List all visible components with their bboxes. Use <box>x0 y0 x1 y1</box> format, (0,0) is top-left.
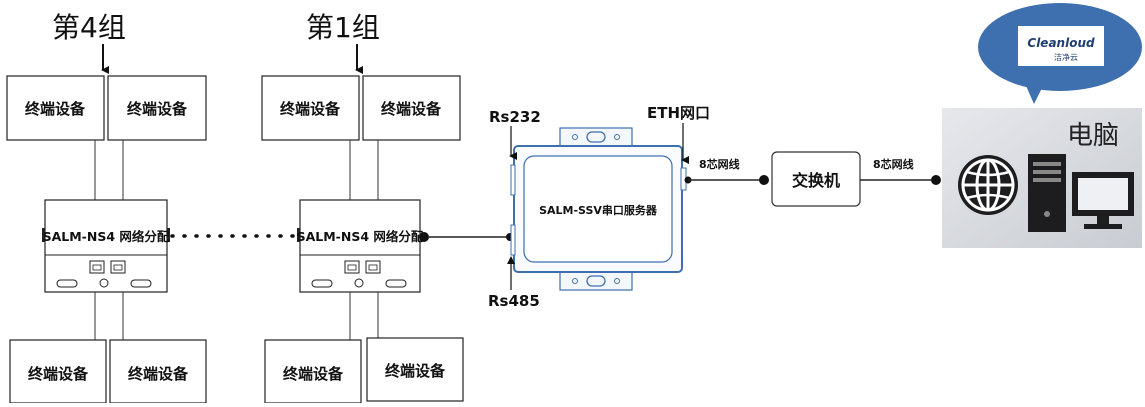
splitter-label: SALM-NS4 网络分配 <box>43 229 170 244</box>
switch-label: 交换机 <box>792 171 840 190</box>
cable-label-1: 8芯网线 <box>699 157 740 171</box>
terminal-device-g4-top-right: 终端设备 <box>107 75 207 141</box>
network-switch: 交换机 <box>771 151 861 207</box>
terminal-label: 终端设备 <box>128 365 189 383</box>
terminal-device-g4-bottom-left: 终端设备 <box>9 339 107 404</box>
terminal-label: 终端设备 <box>127 100 188 118</box>
splitter-group1: SALM-NS4 网络分配 <box>297 199 429 293</box>
cloud-brand-logo: Cleanloud <box>1027 36 1095 50</box>
splitter-group4: SALM-NS4 网络分配 <box>42 199 170 293</box>
terminal-device-g1-top-right: 终端设备 <box>362 75 461 141</box>
terminal-label: 终端设备 <box>25 100 86 118</box>
serial-server-label: SALM-SSV串口服务器 <box>539 203 658 217</box>
splitter-output-port <box>419 232 429 242</box>
terminal-label: 终端设备 <box>280 100 341 118</box>
port-eth-label: ETH网口 <box>647 104 710 122</box>
terminal-label: 终端设备 <box>385 362 446 380</box>
computer: 电脑 <box>942 108 1142 248</box>
bottom-connectors <box>94 292 379 340</box>
computer-input-dot <box>931 175 941 185</box>
terminal-device-g4-top-left: 终端设备 <box>6 75 105 141</box>
terminal-label: 终端设备 <box>28 365 89 383</box>
terminal-device-g1-bottom-left: 终端设备 <box>264 339 362 404</box>
terminal-label: 终端设备 <box>381 100 442 118</box>
terminal-device-g1-bottom-right: 终端设备 <box>366 337 464 402</box>
cloud-brand-cn: 洁净云 <box>1054 52 1078 62</box>
computer-label: 电脑 <box>1067 121 1119 151</box>
terminal-device-g4-bottom-right: 终端设备 <box>109 339 207 404</box>
cloud-logo-bubble: Cleanloud 洁净云 <box>978 3 1142 104</box>
switch-input-dot <box>759 175 769 185</box>
cable-label-2: 8芯网线 <box>873 157 914 171</box>
terminal-label: 终端设备 <box>283 365 344 383</box>
group4-title: 第4组 <box>52 11 126 44</box>
serial-server: SALM-SSV串口服务器 <box>510 127 687 291</box>
monitor-icon <box>1072 172 1134 229</box>
group1-title: 第1组 <box>306 11 380 44</box>
globe-icon <box>958 155 1018 215</box>
port-rs232-label: Rs232 <box>489 108 541 126</box>
pc-tower-icon <box>1028 154 1066 232</box>
port-rs485-label: Rs485 <box>488 292 540 310</box>
splitter-label: SALM-NS4 网络分配 <box>297 229 424 244</box>
top-connectors <box>94 140 379 200</box>
terminal-device-g1-top-left: 终端设备 <box>261 75 360 141</box>
